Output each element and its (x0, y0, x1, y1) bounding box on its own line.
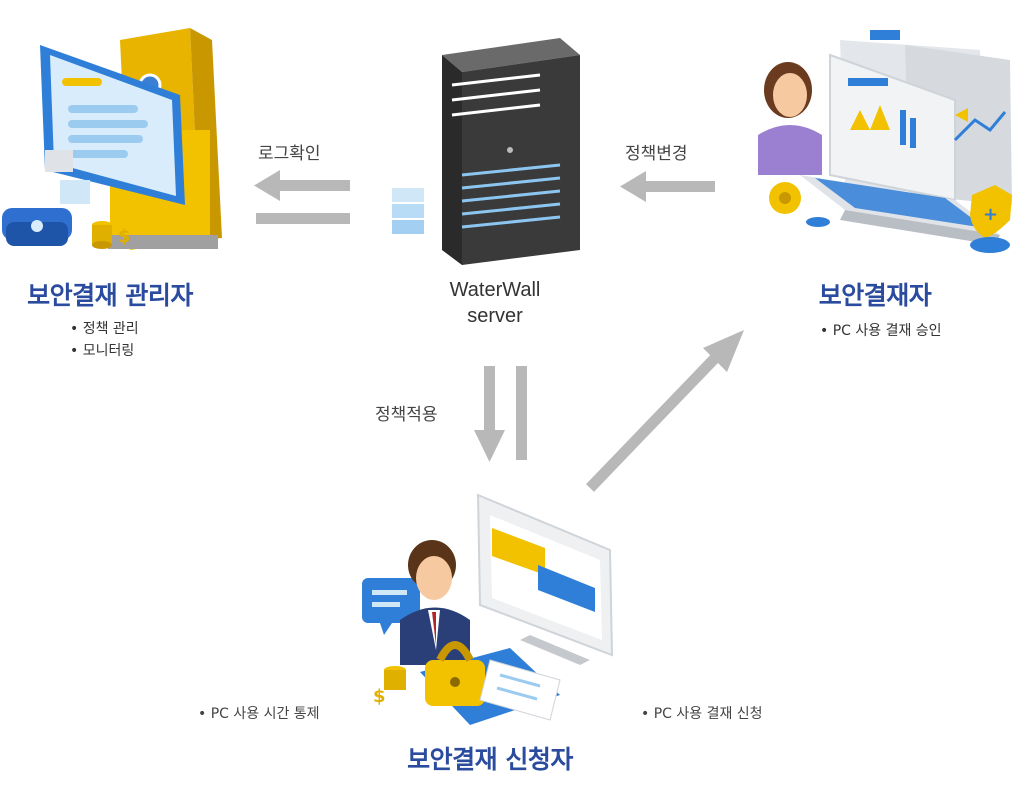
approver-bullet-approval: PC 사용 결재 승인 (820, 320, 942, 342)
server-label-line1: WaterWall (449, 279, 541, 301)
svg-text:+: + (983, 204, 998, 225)
admin-title: 보안결재 관리자 (27, 281, 193, 310)
admin-bullet-monitoring: 모니터링 (70, 340, 139, 362)
admin-illustration: $ (2, 28, 222, 250)
arrow-policy-apply (474, 366, 527, 462)
server-label-line2: server (467, 305, 523, 327)
approver-bullets: PC 사용 결재 승인 (820, 320, 942, 342)
approver-title: 보안결재자 (818, 281, 932, 310)
requester-illustration: $ (362, 493, 614, 725)
admin-bullet-policy: 정책 관리 (70, 318, 139, 340)
arrow-policy-change (620, 171, 715, 202)
server-label: WaterWall server (405, 277, 585, 329)
svg-text:$: $ (118, 226, 131, 247)
arrow-log-check (254, 170, 350, 224)
admin-bullets: 정책 관리 모니터링 (70, 318, 139, 362)
approver-illustration: + (758, 30, 1012, 253)
svg-text:$: $ (373, 686, 386, 707)
arrow-request-approval (586, 330, 744, 492)
flow-label-policy-apply: 정책적용 (375, 405, 438, 425)
requester-note-request: PC 사용 결재 신청 (641, 703, 763, 723)
flow-label-policy-change: 정책변경 (625, 144, 688, 164)
server-illustration (392, 38, 580, 265)
flow-label-log-check: 로그확인 (258, 144, 321, 164)
requester-note-time-control: PC 사용 시간 통제 (198, 703, 320, 723)
requester-title: 보안결재 신청자 (407, 745, 573, 774)
